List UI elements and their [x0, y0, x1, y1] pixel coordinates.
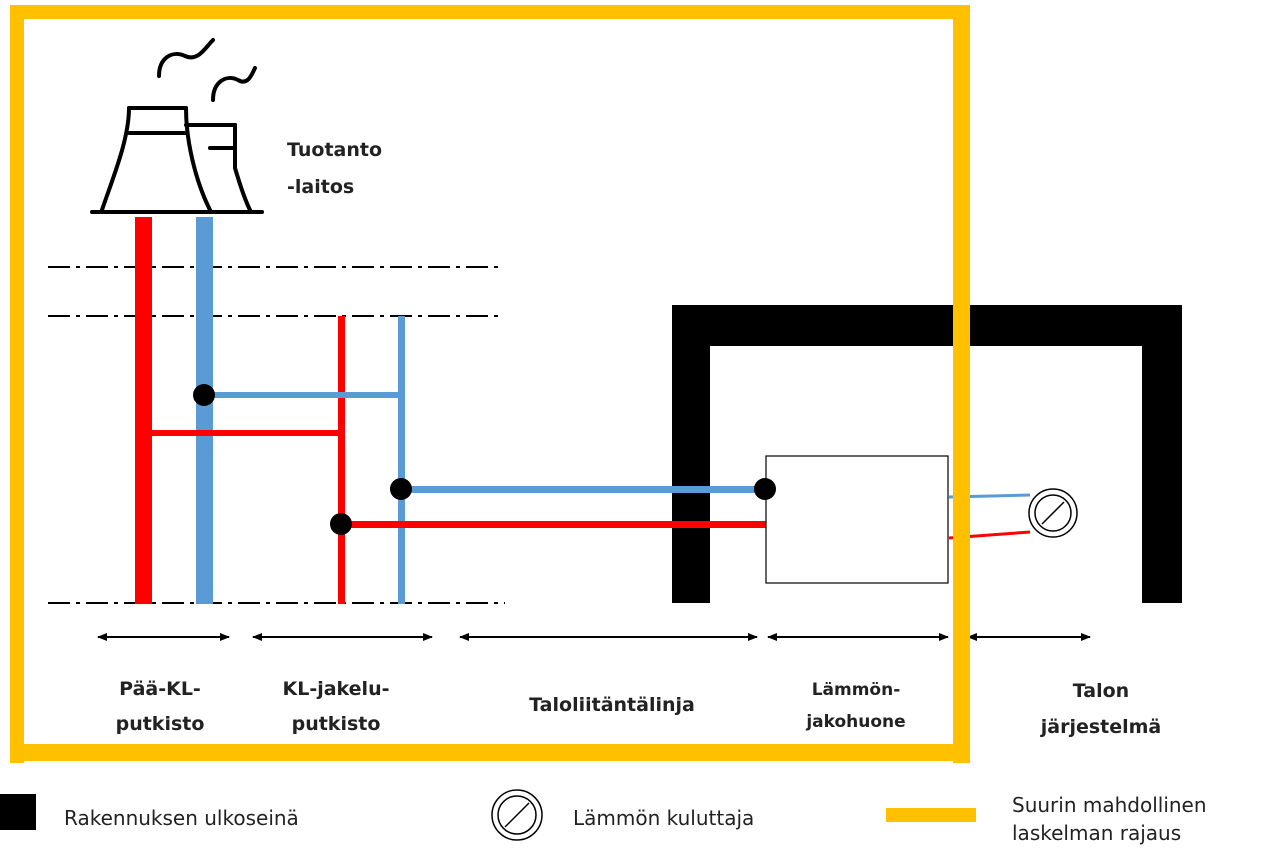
section-label-main-pipes-line1: Pää-KL-	[119, 678, 201, 700]
legend-boundary-swatch	[886, 808, 976, 822]
junction-dot	[390, 478, 412, 500]
legend-consumer-label: Lämmön kuluttaja	[573, 806, 754, 830]
junction-dots	[193, 384, 776, 535]
heat-distribution-room-box	[765, 455, 949, 584]
section-label-building-system-line1: Talon	[1073, 680, 1129, 702]
plant-label-line2: -laitos	[287, 176, 354, 198]
section-label-main-pipes-line2: putkisto	[116, 713, 205, 735]
distribution-return-pipe	[398, 316, 405, 604]
distribution-pipes	[150, 316, 405, 604]
cooling-tower-icon	[90, 38, 264, 214]
main-supply-pipe	[135, 217, 152, 604]
legend-consumer-icon	[491, 789, 543, 841]
section-label-building-system-line2: järjestelmä	[1040, 716, 1162, 738]
junction-dot	[754, 478, 776, 500]
section-label-distribution-line1: KL-jakelu-	[283, 678, 390, 700]
branch-supply-horizontal	[150, 430, 342, 436]
junction-dot	[193, 384, 215, 406]
section-label-heat-room-line2: jakohuone	[805, 712, 905, 732]
section-label-distribution-line2: putkisto	[292, 713, 381, 735]
legend-wall-label: Rakennuksen ulkoseinä	[64, 806, 299, 830]
legend-boundary-label-line1: Suurin mahdollinen	[1012, 793, 1207, 817]
zone-separator-lines	[48, 266, 505, 604]
legend-boundary-label-line2: laskelman rajaus	[1012, 821, 1181, 845]
calculation-boundary-frame	[10, 5, 970, 763]
service-connection-pipes	[341, 486, 767, 528]
legend: Rakennuksen ulkoseinä Lämmön kuluttaja S…	[0, 789, 1207, 845]
main-pipes	[135, 217, 213, 604]
building-exterior-wall	[672, 305, 1182, 603]
section-label-heat-room-line1: Lämmön-	[812, 680, 901, 700]
legend-wall-swatch	[0, 794, 36, 830]
junction-dot	[330, 513, 352, 535]
main-return-pipe	[196, 217, 213, 604]
plant-label-line1: Tuotanto	[287, 139, 382, 161]
branch-return-horizontal	[204, 392, 404, 398]
heat-consumer-icon	[1028, 488, 1078, 538]
service-return-pipe	[401, 486, 767, 493]
distribution-supply-pipe	[338, 316, 345, 604]
section-label-service-line: Taloliitäntälinja	[529, 694, 695, 716]
service-supply-pipe	[341, 521, 767, 528]
